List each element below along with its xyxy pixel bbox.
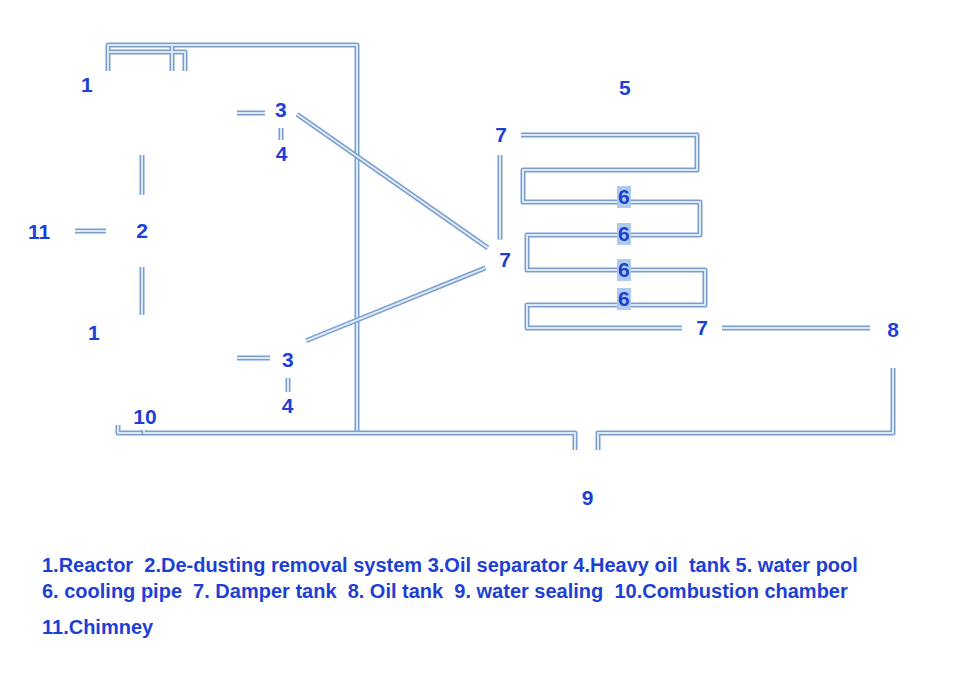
callout-number: 6 [617,186,631,208]
callout-number: 6 [617,259,631,281]
reactor-node: 1 [52,315,237,403]
callout-number: 8 [887,318,899,341]
key-line: 1.Reactor 2.De-dusting removal system 3.… [42,554,858,577]
pipe-connector [521,135,705,328]
pipe-connector [306,268,486,341]
callout-number: 7 [499,248,511,271]
callout-number: 10 [131,405,158,428]
pipe-connector [142,267,143,315]
callout-number: 9 [582,486,594,509]
pipe-connector [297,114,488,248]
pipe-connector [500,155,501,240]
circle-node: 7 [481,115,521,155]
circle-node: 7 [682,308,722,348]
pipe-connector [288,378,289,392]
callout-number: 6 [617,223,631,245]
sep-node: 3 [265,78,297,128]
tank-node: 4 [263,140,300,167]
pipe-connector [237,358,270,359]
pipe-connector [144,430,575,450]
reactor-shape [52,315,237,403]
chimney-node: 11 [28,180,75,285]
circle-node: 7 [484,239,526,281]
callout-number: 4 [276,142,288,165]
pool-node: 5777 [467,102,741,362]
key-line: 11.Chimney [42,616,153,639]
pipe-connector [598,368,893,450]
pipe-connector [237,113,265,114]
reactor-node: 1 [55,70,237,155]
sep-node: 3 [270,318,306,378]
key-line: 6. cooling pipe 7. Damper tank 8. Oil ta… [42,580,848,603]
pipe-connector [281,128,282,140]
oil-node: 8 [870,292,916,368]
callout-number: 5 [619,76,631,99]
callout-number: 4 [282,394,294,417]
pipe-connector [142,155,143,195]
callout-number: 3 [275,98,287,121]
pipe-connector [722,328,870,329]
combustion-pipe [108,45,357,433]
callout-number: 6 [617,288,631,310]
bracket-node: 10 [100,403,190,430]
callout-number: 2 [136,219,148,242]
callout-number: 7 [696,316,708,339]
pipe-connector [75,231,106,232]
tank-node: 4 [267,392,308,419]
callout-number: 11 [28,220,50,243]
callout-number: 7 [495,123,507,146]
callout-number: 1 [88,321,100,344]
seal-node: 9 [555,450,620,545]
circle-node: 2 [106,195,178,267]
callout-number: 1 [81,73,93,96]
callout-number: 3 [282,348,294,371]
